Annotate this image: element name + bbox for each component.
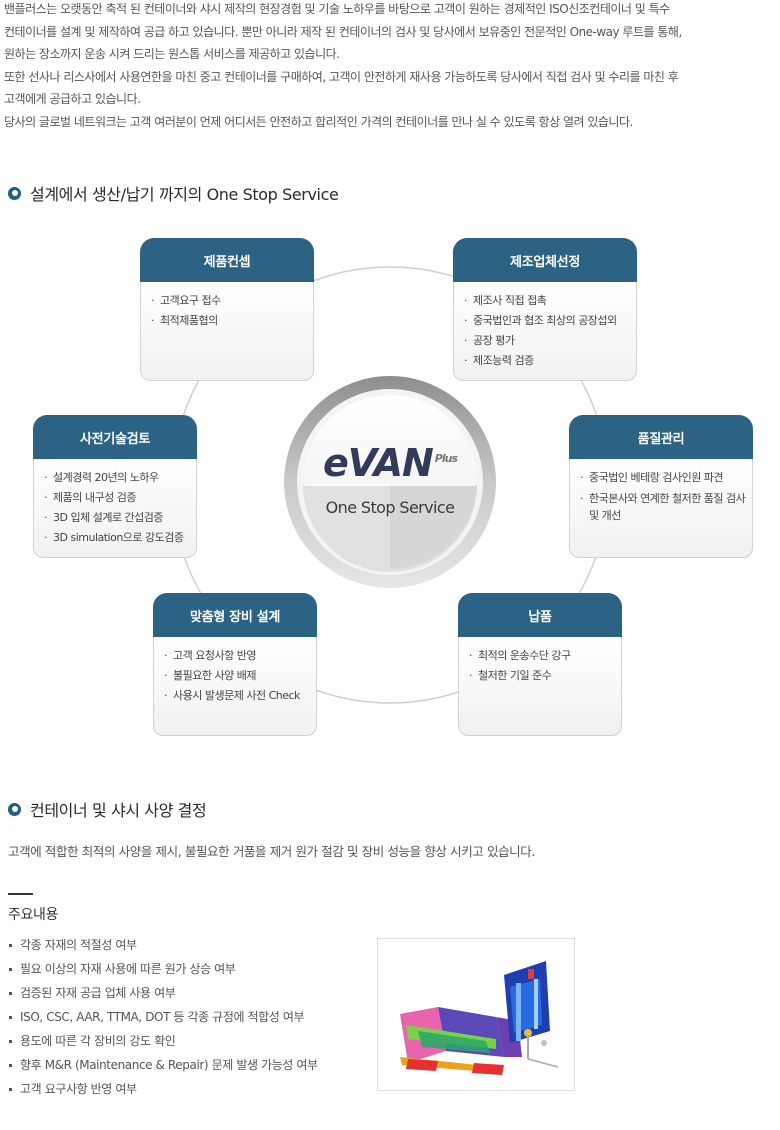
divider: [8, 893, 33, 895]
list-item: 3D simulation으로 강도검증: [44, 528, 190, 548]
intro-line: 고객에게 공급하고 있습니다.: [4, 92, 141, 106]
list-item: 불필요한 사양 배제: [164, 666, 310, 686]
circle-bullet-icon: [8, 802, 21, 816]
list-item: 용도에 따른 각 장비의 강도 확인: [8, 1029, 318, 1053]
box-custom-design: 맞춤형 장비 설계 고객 요청사항 반영 불필요한 사양 배제 사용시 발생문제…: [153, 593, 317, 736]
list-item: 고객 요구사항 반영 여부: [8, 1077, 318, 1101]
intro-line: 원하는 장소까지 운송 시켜 드리는 원스톱 서비스를 제공하고 있습니다.: [4, 47, 340, 61]
box-title: 납품: [458, 593, 622, 637]
main-content-list: 각종 자재의 적절성 여부 필요 이상의 자재 사용에 따른 원가 상승 여부 …: [8, 933, 318, 1101]
list-item: 중국법인 베테랑 검사인원 파견: [580, 468, 746, 488]
section-title-text: 설계에서 생산/납기 까지의 One Stop Service: [30, 185, 339, 204]
box-manufacturer-selection: 제조업체선정 제조사 직접 접촉 중국법인과 협조 최상의 공장섭외 공장 평가…: [453, 238, 637, 381]
list-item: 사용시 발생문제 사전 Check: [164, 686, 310, 706]
box-title: 제품컨셉: [140, 238, 314, 282]
box-title: 맞춤형 장비 설계: [153, 593, 317, 637]
list-item: 중국법인과 협조 최상의 공장섭외: [464, 311, 630, 331]
section-description: 고객에 적합한 최적의 사양을 제시, 불필요한 거품을 제거 원가 절감 및 …: [8, 844, 535, 859]
list-item: 고객 요청사항 반영: [164, 646, 310, 666]
box-delivery: 납품 최적의 운송수단 강구 철저한 기일 준수: [458, 593, 622, 736]
list-item: 공장 평가: [464, 331, 630, 351]
box-title: 제조업체선정: [453, 238, 637, 282]
logo-brand-text: eVAN: [322, 441, 434, 485]
box-title: 사전기술검토: [33, 415, 197, 459]
box-tech-review: 사전기술검토 설계경력 20년의 노하우 제품의 내구성 검증 3D 입체 설계…: [33, 415, 197, 558]
intro-text: 밴플러스는 오랫동안 축적 된 컨테이너와 샤시 제작의 현장경험 및 기술 노…: [4, 0, 776, 133]
list-item: 제조사 직접 접촉: [464, 291, 630, 311]
intro-line: 밴플러스는 오랫동안 축적 된 컨테이너와 샤시 제작의 현장경험 및 기술 노…: [4, 2, 670, 16]
main-content-label: 주요내용: [8, 907, 58, 923]
list-item: 최적제품협의: [151, 311, 307, 331]
chassis-3d-model-image: [377, 938, 575, 1091]
list-item: 향후 M&R (Maintenance & Repair) 문제 발생 가능성 …: [8, 1053, 318, 1077]
box-title: 품질관리: [569, 415, 753, 459]
list-item: 검증된 자재 공급 업체 사용 여부: [8, 981, 318, 1005]
intro-line: 컨테이너를 설계 및 제작하여 공급 하고 있습니다. 뿐만 아니라 제작 된 …: [4, 24, 682, 39]
box-items: 고객 요청사항 반영 불필요한 사양 배제 사용시 발생문제 사전 Check: [153, 637, 317, 736]
box-items: 최적의 운송수단 강구 철저한 기일 준수: [458, 637, 622, 736]
section-title-one-stop: 설계에서 생산/납기 까지의 One Stop Service: [8, 181, 339, 205]
logo-subtitle: One Stop Service: [325, 498, 455, 517]
list-item: 최적의 운송수단 강구: [469, 646, 615, 666]
list-item: 철저한 기일 준수: [469, 666, 615, 686]
list-item: 한국본사와 연계한 철저한 품질 검사 및 개선: [580, 490, 746, 524]
box-items: 설계경력 20년의 노하우 제품의 내구성 검증 3D 입체 설계로 간섭검증 …: [33, 459, 197, 558]
box-product-concept: 제품컨셉 고객요구 접수 최적제품협의: [140, 238, 314, 381]
box-items: 제조사 직접 접촉 중국법인과 협조 최상의 공장섭외 공장 평가 제조능력 검…: [453, 282, 637, 381]
list-item: 필요 이상의 자재 사용에 따른 원가 상승 여부: [8, 957, 318, 981]
box-quality-control: 품질관리 중국법인 베테랑 검사인원 파견 한국본사와 연계한 철저한 품질 검…: [569, 415, 753, 558]
list-item: 제품의 내구성 검증: [44, 488, 190, 508]
list-item: 고객요구 접수: [151, 291, 307, 311]
logo-ring-graphic: [284, 376, 496, 588]
intro-line: 또한 선사나 리스사에서 사용연한을 마친 중고 컨테이너를 구매하여, 고객이…: [4, 69, 679, 84]
list-item: 3D 입체 설계로 간섭검증: [44, 508, 190, 528]
list-item: 설계경력 20년의 노하우: [44, 468, 190, 488]
section-title-text: 컨테이너 및 샤시 사양 결정: [30, 801, 207, 820]
list-item: 각종 자재의 적절성 여부: [8, 933, 318, 957]
circle-bullet-icon: [8, 186, 21, 200]
box-items: 중국법인 베테랑 검사인원 파견 한국본사와 연계한 철저한 품질 검사 및 개…: [569, 459, 753, 558]
section-title-spec: 컨테이너 및 샤시 사양 결정: [8, 797, 207, 821]
list-item: ISO, CSC, AAR, TTMA, DOT 등 각종 규정에 적합성 여부: [8, 1005, 318, 1029]
list-item: 제조능력 검증: [464, 351, 630, 371]
chassis-model-graphic: [400, 961, 559, 1075]
intro-line: 당사의 글로벌 네트워크는 고객 여러분이 언제 어디서든 안전하고 합리적인 …: [4, 114, 633, 129]
box-items: 고객요구 접수 최적제품협의: [140, 282, 314, 381]
logo-plus-text: Plus: [434, 452, 458, 466]
